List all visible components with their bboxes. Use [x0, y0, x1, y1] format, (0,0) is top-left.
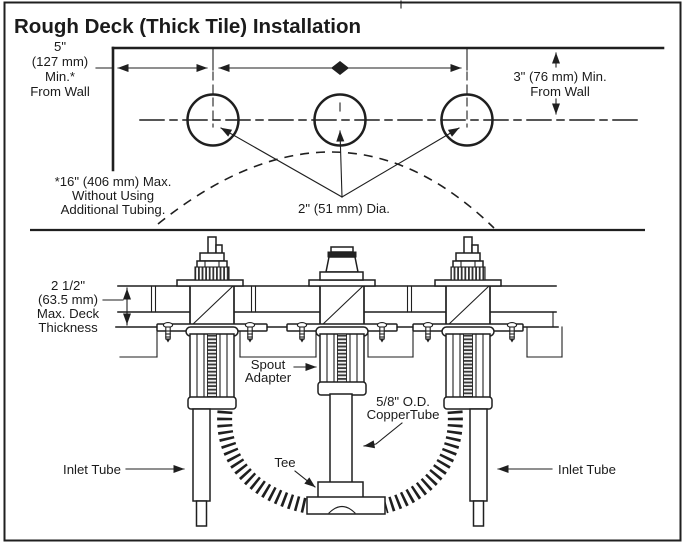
label-inlet-tube-right: Inlet Tube — [558, 462, 616, 477]
page-title: Rough Deck (Thick Tile) Installation — [14, 15, 361, 38]
right-valve-shank — [441, 326, 495, 410]
right-shank-collar — [443, 396, 493, 410]
copper-tube — [329, 393, 353, 484]
copper-tube-arrow — [363, 422, 403, 449]
right-valve-bonnet-top — [455, 252, 481, 262]
dia-arrow-left — [220, 127, 343, 198]
right-valve-thread-nut — [450, 266, 486, 281]
mounting-screw — [296, 322, 308, 344]
label-spout-adapter: Spout Adapter — [245, 357, 292, 385]
label-copper-tube-line2: CopperTube — [367, 407, 440, 422]
label-5in-from-wall: 5" (127 mm) Min.* From Wall — [30, 39, 90, 99]
sink-hole-right — [440, 93, 494, 147]
left-inlet-tube — [192, 408, 211, 527]
label-copper-tube-line1: 5/8" O.D. — [376, 394, 430, 409]
label-deck-thickness-line1: 2 1/2" — [51, 278, 85, 293]
left-valve-stem — [207, 236, 217, 255]
label-deck-thickness-line4: Thickness — [38, 320, 98, 335]
deck-thickness-dimension — [102, 287, 131, 326]
label-spout-adapter-line1: Spout — [251, 357, 286, 372]
label-16in-line1: *16" (406 mm) Max. — [55, 174, 172, 189]
mounting-screw — [422, 322, 434, 344]
right-valve-top-flange — [434, 279, 502, 287]
right-valve-stem — [463, 236, 473, 255]
left-coiled-hose — [217, 410, 309, 514]
label-3in-from-wall: 3" (76 mm) Min. From Wall — [513, 69, 606, 99]
spout-cap — [319, 246, 364, 281]
label-5in-line3: Min.* — [45, 69, 75, 84]
tee-fitting — [306, 481, 386, 515]
label-tee: Tee — [274, 455, 295, 470]
label-5in-line4: From Wall — [30, 84, 90, 99]
page-border — [3, 1, 682, 542]
right-inlet-tube — [469, 408, 488, 527]
label-5in-line2: (127 mm) — [32, 54, 88, 69]
left-valve-shank — [185, 326, 239, 410]
mounting-screw — [376, 322, 388, 344]
label-3in-line2: From Wall — [530, 84, 590, 99]
spout-adapter-shank — [315, 326, 369, 396]
label-spout-adapter-line2: Adapter — [245, 370, 292, 385]
dia-arrow-right — [341, 127, 460, 198]
left-valve-bonnet-top — [199, 252, 225, 262]
right-valve-stem-assembly — [450, 236, 486, 281]
spout-shank-collar — [317, 381, 367, 396]
left-valve-stem-assembly — [194, 236, 230, 281]
label-copper-tube: 5/8" O.D. CopperTube — [367, 394, 440, 422]
label-16in-line2: Without Using — [72, 188, 154, 203]
label-inlet-tube-left: Inlet Tube — [63, 462, 121, 477]
label-16in-line3: Additional Tubing. — [61, 202, 166, 217]
dim-16in-diamond — [331, 61, 349, 75]
dia-arrow-center — [336, 130, 345, 198]
spout-swing-arc — [157, 151, 495, 229]
mounting-screw — [244, 322, 256, 344]
right-valve-body — [445, 284, 491, 328]
spout-top-flange — [308, 279, 376, 287]
tile-joint-ticks — [150, 285, 413, 313]
tee-arrow — [294, 470, 316, 488]
mounting-screw — [162, 322, 174, 344]
sink-hole-left — [186, 93, 240, 147]
left-valve-top-flange — [176, 279, 244, 287]
label-hole-diameter: 2" (51 mm) Dia. — [298, 201, 390, 216]
label-deck-thickness: 2 1/2" (63.5 mm) Max. Deck Thickness — [37, 278, 100, 335]
mounting-screw — [506, 322, 518, 344]
left-valve-body — [189, 284, 235, 328]
spout-shank-body — [319, 284, 365, 328]
label-deck-thickness-line2: (63.5 mm) — [38, 292, 98, 307]
label-16in-note: *16" (406 mm) Max. Without Using Additio… — [55, 174, 172, 217]
label-5in-line1: 5" — [54, 39, 66, 54]
left-shank-collar — [187, 396, 237, 410]
right-coiled-hose — [382, 410, 463, 514]
label-3in-line1: 3" (76 mm) Min. — [513, 69, 606, 84]
label-deck-thickness-line3: Max. Deck — [37, 306, 100, 321]
rough-deck-underside — [119, 326, 563, 358]
section-view: 2 1/2" (63.5 mm) Max. Deck Thickness Spo… — [37, 236, 616, 527]
plan-view: 5" (127 mm) Min.* From Wall 3" (76 mm) M… — [30, 39, 665, 229]
left-valve-thread-nut — [194, 266, 230, 281]
